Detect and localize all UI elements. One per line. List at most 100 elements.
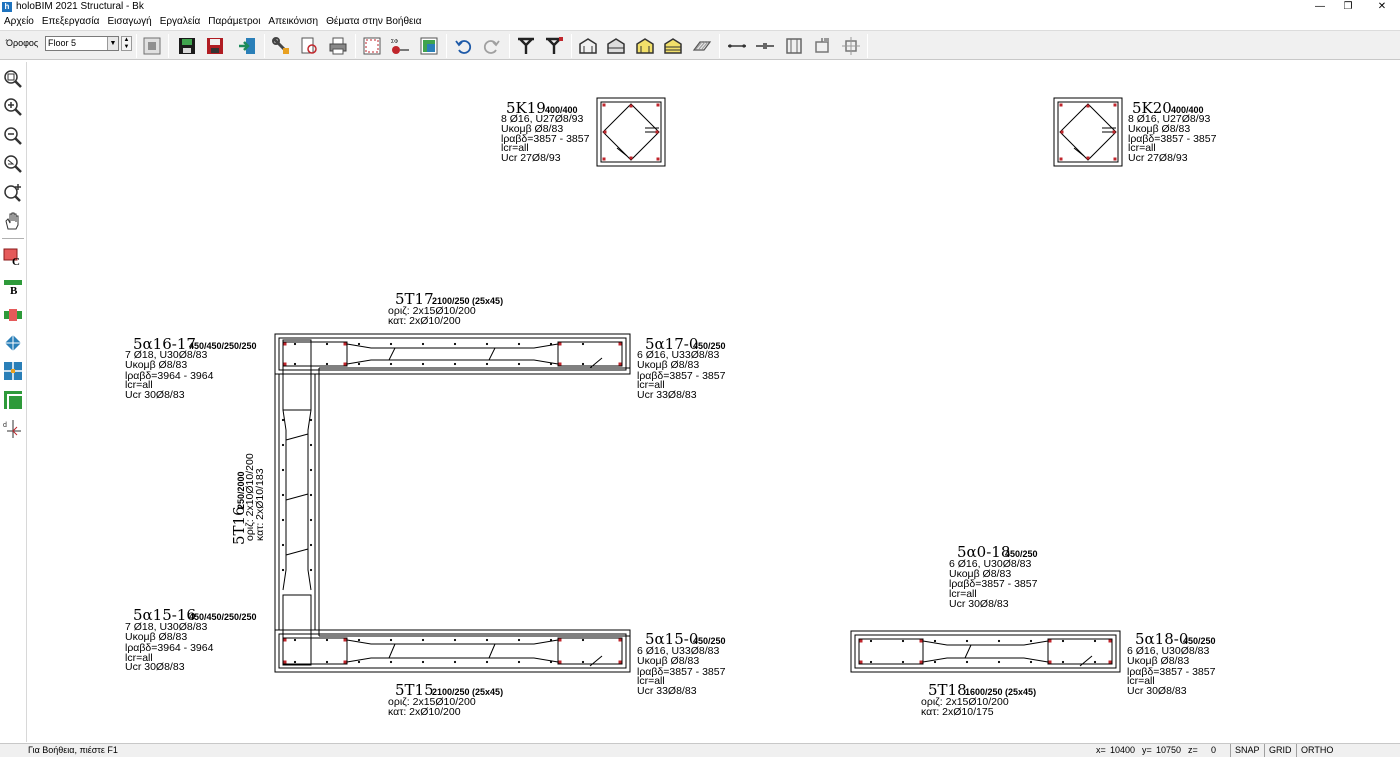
- label-5t17[interactable]: 5T17 2100/250 (25x45) οριζ: 2x15Ø10/200 …: [388, 290, 503, 327]
- status-help-text: Για Βοήθεια, πιέστε F1: [28, 745, 118, 755]
- bar-dot: [581, 660, 585, 664]
- pan-icon[interactable]: [2, 210, 24, 232]
- save-as-icon[interactable]: [204, 35, 226, 57]
- menu-edit[interactable]: Επεξεργασία: [41, 16, 100, 27]
- preview-icon[interactable]: [298, 35, 320, 57]
- bar-dot: [453, 362, 457, 366]
- column-5k20-rebar: [1112, 130, 1116, 134]
- floor-select[interactable]: Floor 5 ▼: [45, 36, 119, 51]
- menu-file[interactable]: Αρχείο: [4, 16, 34, 27]
- label-5a15-16[interactable]: 5α15-16 450/450/250/250 7 Ø18, U30Ø8/83 …: [125, 606, 257, 673]
- footing-icon[interactable]: [2, 304, 24, 326]
- frame-3-icon[interactable]: [634, 35, 656, 57]
- label-line: Uκομβ Ø8/83: [501, 123, 563, 135]
- x-label: x=: [1096, 745, 1106, 755]
- label-5t18[interactable]: 5T18 1600/250 (25x45) οριζ: 2x15Ø10/200 …: [921, 681, 1036, 718]
- bar-dot: [421, 342, 425, 346]
- zoom-window-icon[interactable]: [2, 68, 24, 90]
- snap-toggle[interactable]: SNAP: [1230, 744, 1264, 757]
- beam-icon[interactable]: [543, 35, 565, 57]
- minimize-button[interactable]: —: [1315, 1, 1325, 12]
- bar-dot: [901, 660, 905, 664]
- label-line: Uκομβ Ø8/83: [637, 359, 699, 371]
- label-5a18-0[interactable]: 5α18-0 450/250 6 Ø16, U30Ø8/83 Uκομβ Ø8/…: [1127, 630, 1216, 697]
- drawing-canvas[interactable]: 5K19 400/400 8 Ø16, U27Ø8/93 Uκομβ Ø8/83…: [28, 62, 1400, 742]
- drawing-svg[interactable]: 5K19 400/400 8 Ø16, U27Ø8/93 Uκομβ Ø8/83…: [28, 62, 1400, 742]
- element-dims: 450/450/250/250: [189, 341, 257, 351]
- column-insert-icon[interactable]: C: [2, 246, 24, 268]
- bar-dot: [517, 362, 521, 366]
- menu-help[interactable]: Θέματα στην Βοήθεια: [326, 16, 422, 27]
- column-icon[interactable]: [515, 35, 537, 57]
- bar-dot: [309, 443, 313, 447]
- svg-text:B: B: [10, 285, 18, 296]
- export-icon[interactable]: [236, 35, 258, 57]
- bar-dot: [485, 638, 489, 642]
- node-icon[interactable]: [2, 332, 24, 354]
- rebar-icon[interactable]: ΣΦ: [389, 35, 411, 57]
- grid-toggle[interactable]: GRID: [1264, 744, 1296, 757]
- redo-icon[interactable]: [481, 35, 503, 57]
- zoom-out-icon[interactable]: [2, 125, 24, 147]
- floor-spinner[interactable]: ▲▼: [121, 36, 132, 51]
- section-cut-icon[interactable]: [2, 360, 24, 382]
- chevron-down-icon[interactable]: ▼: [107, 37, 118, 50]
- frame-1-icon[interactable]: [577, 35, 599, 57]
- section-icon[interactable]: [361, 35, 383, 57]
- wall-5t15-end-zone-left: [282, 637, 348, 665]
- undo-icon[interactable]: [452, 35, 474, 57]
- column-5k19-rebar: [629, 156, 633, 160]
- menu-insert[interactable]: Εισαγωγή: [107, 16, 152, 27]
- wall-5t17-hook: [589, 357, 603, 369]
- wall-icon[interactable]: [783, 35, 805, 57]
- label-5a0-18[interactable]: 5α0-18 450/250 6 Ø16, U30Ø8/83 Uκομβ Ø8/…: [949, 543, 1038, 610]
- line-2-icon[interactable]: [754, 35, 776, 57]
- print-icon[interactable]: [327, 35, 349, 57]
- wall-5t15-tie: [488, 643, 496, 659]
- element-dims: 2100/250 (25x45): [432, 296, 503, 306]
- label-5k19[interactable]: 5K19 400/400 8 Ø16, U27Ø8/93 Uκομβ Ø8/83…: [501, 99, 590, 164]
- menu-parameters[interactable]: Παράμετροι: [208, 16, 261, 27]
- wall-5t17-taper-top: [346, 343, 559, 349]
- column-5k19-rebar: [655, 130, 659, 134]
- element-name: 5T16: [230, 506, 248, 545]
- stop-icon[interactable]: [141, 35, 163, 57]
- line-1-icon[interactable]: [726, 35, 748, 57]
- tools-icon[interactable]: [270, 35, 292, 57]
- close-button[interactable]: ✕: [1377, 1, 1387, 12]
- element-name: 5α15-16: [133, 606, 196, 624]
- menu-tools[interactable]: Εργαλεία: [159, 16, 201, 27]
- label-5a16-17[interactable]: 5α16-17 450/450/250/250 7 Ø18, U30Ø8/83 …: [125, 335, 257, 401]
- frame-4-icon[interactable]: [662, 35, 684, 57]
- ortho-toggle[interactable]: ORTHO: [1296, 744, 1337, 757]
- grid-1-icon[interactable]: [811, 35, 833, 57]
- label-5a15-0[interactable]: 5α15-0 450/250 6 Ø16, U33Ø8/83 Uκομβ Ø8/…: [637, 630, 726, 697]
- wall-5t17-rebar: [618, 362, 622, 366]
- label-line: 6 Ø16, U30Ø8/83: [1127, 645, 1209, 657]
- zoom-previous-icon[interactable]: [2, 153, 24, 175]
- slab-icon[interactable]: [691, 35, 713, 57]
- label-5t15[interactable]: 5T15 2100/250 (25x45) οριζ: 2x15Ø10/200 …: [388, 681, 503, 718]
- wall-insert-icon[interactable]: [2, 389, 24, 411]
- bar-dot: [1093, 660, 1097, 664]
- column-5k20-rebar: [1060, 130, 1064, 134]
- menu-view[interactable]: Απεικόνιση: [268, 16, 319, 27]
- grid-2-icon[interactable]: [840, 35, 862, 57]
- beam-insert-icon[interactable]: B: [2, 275, 24, 297]
- zoom-all-icon[interactable]: [2, 181, 24, 203]
- label-5a17-0[interactable]: 5α17-0 450/250 6 Ø16, U33Ø8/83 Uκομβ Ø8/…: [637, 335, 726, 401]
- view-icon[interactable]: [418, 35, 440, 57]
- bar-dot: [901, 639, 905, 643]
- label-5t16[interactable]: 5T16 250/2000 οριζ: 2x10Ø10/200 κατ: 2xØ…: [230, 453, 266, 545]
- save-icon[interactable]: [176, 35, 198, 57]
- zoom-in-icon[interactable]: [2, 96, 24, 118]
- bar-dot: [293, 362, 297, 366]
- frame-2-icon[interactable]: [605, 35, 627, 57]
- restore-button[interactable]: ❐: [1343, 1, 1353, 12]
- dimension-icon[interactable]: d: [2, 418, 24, 440]
- bar-dot: [517, 660, 521, 664]
- bar-dot: [293, 342, 297, 346]
- label-5k20[interactable]: 5K20 400/400 8 Ø16, U27Ø8/93 Uκομβ Ø8/83…: [1128, 99, 1217, 164]
- wall-5t15-rebar: [618, 638, 622, 642]
